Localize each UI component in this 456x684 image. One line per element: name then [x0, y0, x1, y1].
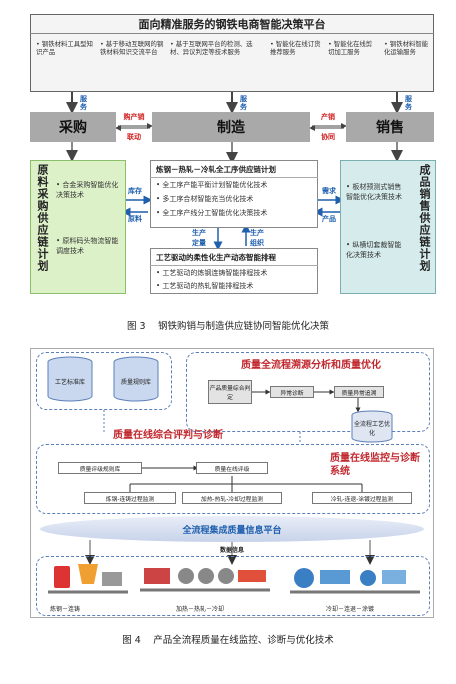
monitor-title: 质量在线监控与诊断系统: [330, 453, 420, 477]
service-label: 服务: [80, 95, 87, 111]
link-label-top: 产销: [321, 113, 335, 121]
hot-rolling-illustration: [140, 568, 270, 592]
monitor-group: [36, 444, 430, 514]
sales-item: • 板材预测式销售智能优化决策技术: [346, 183, 402, 201]
service-label: 服务: [240, 95, 247, 111]
full-process-plan-box: [150, 160, 318, 228]
service-item: • 基于互联网平台的检测、选材、异议判定等技术服务: [170, 40, 253, 57]
schedule-item: • 工艺驱动的炼钢连铸智能排程技术: [156, 269, 268, 277]
link-label-bottom: 联动: [127, 133, 141, 141]
platform-title-divider: [30, 33, 434, 34]
monitor-box: 冷轧-连退-涂镀过程监测: [312, 492, 412, 504]
eval-title: 质量在线综合评判与诊断: [113, 429, 223, 441]
stage-sales: 销售: [346, 112, 434, 142]
process-optimize-db-icon: [351, 410, 393, 443]
service-item: • 基于移动互联网的钢铁材料知识交流平台: [100, 40, 164, 57]
cold-rolling-illustration: [290, 568, 420, 594]
schedule-title: 工艺驱动的柔性化生产动态智能排程: [156, 253, 276, 262]
db-cylinder-icon: [47, 356, 93, 402]
production-line-group: [36, 556, 430, 616]
plan-item: • 多工序合材智能充当优化技术: [156, 195, 254, 203]
inventory-label: 库存: [128, 187, 142, 195]
stage-procurement: 采购: [30, 112, 116, 142]
figure-3-caption: 图 3 钢铁购销与制造供应链协同智能优化决策: [126, 321, 330, 332]
online-rating-box: 质量在线评级: [196, 462, 268, 474]
sales-plan-title: 成品销售供应链计划: [418, 164, 431, 272]
process-standard-db: 工艺标准库: [54, 378, 85, 386]
schedule-item: • 工艺驱动的热轧智能排程技术: [156, 282, 254, 290]
link-label-bottom: 协同: [321, 133, 335, 141]
procurement-plan-box: [30, 160, 126, 294]
org-label: 组织: [250, 239, 264, 247]
procurement-item: • 合金采购智能优化决策技术: [56, 181, 119, 199]
schedule-box: [150, 248, 318, 294]
trace-step-box: 异常诊断: [270, 386, 314, 398]
trace-step-box: 质量异常追溯: [334, 386, 384, 398]
service-item: • 钢铁材料工具型知识产品: [36, 40, 93, 57]
trace-title: 质量全流程溯源分析和质量优化: [241, 359, 381, 371]
product-label: 产品: [322, 215, 336, 223]
service-item: • 智能化在线剪切加工服务: [328, 40, 373, 57]
smart-platform-box: [30, 14, 434, 92]
process-label: 冷却－连退－涂镀: [326, 606, 375, 613]
data-info-label: 数据信息: [219, 546, 244, 554]
service-item: • 智能化在线订货推荐服务: [270, 40, 321, 57]
monitor-box: 炼钢-连铸过程监测: [84, 492, 176, 504]
link-label-top: 购产销: [123, 113, 145, 121]
procurement-item: • 原料码头物流智能调度技术: [56, 237, 119, 255]
material-label: 原料: [128, 215, 142, 223]
quality-rule-library-box: 质量评级规则库: [58, 462, 142, 474]
service-label: 服务: [405, 95, 412, 111]
trace-group: [186, 352, 430, 432]
monitor-box: 加热-热轧-冷却过程监测: [182, 492, 282, 504]
sales-item: • 纵横切套裁智能化决策技术: [346, 241, 402, 259]
platform-title: 面向精准服务的钢铁电商智能决策平台: [138, 18, 326, 31]
quota-label: 生产: [192, 229, 206, 237]
quality-rule-db: 质量规则库: [120, 378, 151, 386]
service-item: • 钢铁材料智能化运输服务: [384, 40, 429, 57]
schedule-divider: [150, 265, 318, 266]
process-optimize-db: 全流程工艺优化: [353, 421, 390, 437]
procurement-plan-title: 原料采购供应链计划: [36, 164, 49, 272]
quota-label: 定量: [192, 239, 206, 247]
db-cylinder-icon: [113, 356, 159, 402]
trace-step-box: 产品质量综合判定: [208, 380, 252, 404]
plan-title-divider: [150, 177, 318, 178]
plan-item: • 全工序产线分工智能优化决策技术: [156, 209, 268, 217]
service-arrows: [66, 92, 403, 251]
full-process-plan-title: 炼钢－热轧－冷轧全工序供应链计划: [156, 165, 276, 174]
quality-info-platform: 全流程集成质量信息平台: [40, 516, 424, 542]
org-label: 生产: [250, 229, 264, 237]
steelmaking-illustration: [48, 564, 128, 594]
demand-label: 需求: [322, 187, 336, 195]
figure-4-frame: [30, 348, 434, 618]
process-label: 加热－热轧－冷却: [176, 606, 225, 613]
sales-plan-box: [340, 160, 436, 294]
databases-group: [36, 352, 172, 410]
process-label: 炼钢－连铸: [50, 606, 81, 613]
stage-manufacturing: 制造: [152, 112, 310, 142]
plan-item: • 全工序产能平衡计划智能优化技术: [156, 181, 268, 189]
figure-4-caption: 图 4 产品全流程质量在线监控、诊断与优化技术: [122, 635, 334, 646]
